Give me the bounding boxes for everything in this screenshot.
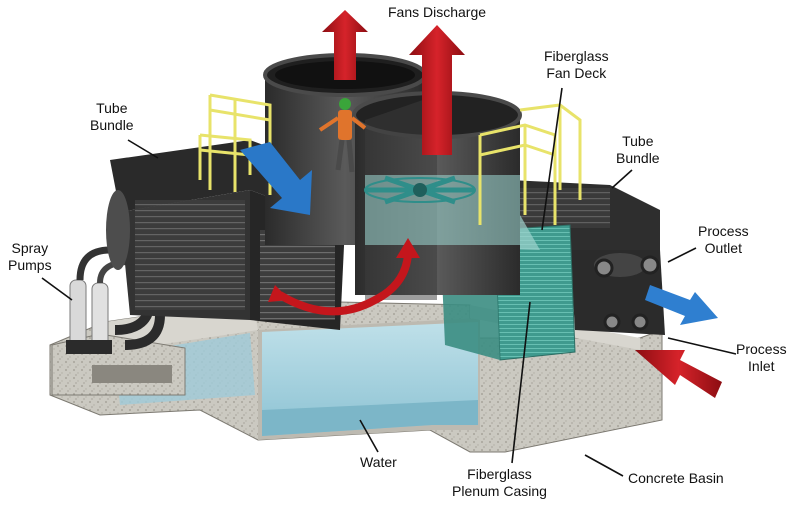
spray-pumps-line-2: Pumps <box>8 257 52 273</box>
label-process-inlet: Process Inlet <box>736 341 787 375</box>
fan-discharge-arrow-right <box>409 25 465 155</box>
label-concrete-basin: Concrete Basin <box>628 470 724 487</box>
tube-bundle-left-line-1: Tube <box>96 100 128 116</box>
water-text: Water <box>360 454 397 470</box>
tube-bundle-left-line-2: Bundle <box>90 117 134 133</box>
concrete-basin-text: Concrete Basin <box>628 470 724 486</box>
label-process-outlet: Process Outlet <box>698 223 749 257</box>
plenum-casing-line-2: Plenum Casing <box>452 483 547 499</box>
label-tube-bundle-right: Tube Bundle <box>616 133 660 167</box>
recirculation-arrow <box>268 238 420 316</box>
label-spray-pumps: Spray Pumps <box>8 240 52 274</box>
process-outlet-line-1: Process <box>698 223 749 239</box>
fan-blades <box>364 175 476 205</box>
tube-bundle-right-line-1: Tube <box>622 133 654 149</box>
air-inlet-arrow <box>240 142 312 215</box>
plenum-casing-line-1: Fiberglass <box>467 466 532 482</box>
leader-lines <box>41 87 737 477</box>
label-tube-bundle-left: Tube Bundle <box>90 100 134 134</box>
label-fiberglass-plenum-casing: Fiberglass Plenum Casing <box>452 466 547 500</box>
label-fans-discharge: Fans Discharge <box>388 4 486 21</box>
worker-figure <box>318 98 367 173</box>
fan-deck-line-1: Fiberglass <box>544 48 609 64</box>
process-outlet-arrow <box>645 285 718 325</box>
process-inlet-line-1: Process <box>736 341 787 357</box>
handrails <box>198 93 582 225</box>
process-inlet-line-2: Inlet <box>748 358 775 374</box>
process-inlet-arrow <box>635 350 722 398</box>
label-fiberglass-fan-deck: Fiberglass Fan Deck <box>544 48 609 82</box>
fans-discharge-text: Fans Discharge <box>388 4 487 20</box>
process-outlet-line-2: Outlet <box>704 240 742 256</box>
tube-bundle-right-line-2: Bundle <box>616 150 660 166</box>
label-water: Water <box>360 454 397 471</box>
fan-deck-line-2: Fan Deck <box>546 65 607 81</box>
fan-discharge-arrow-left <box>322 10 368 80</box>
spray-pumps-line-1: Spray <box>11 240 49 256</box>
